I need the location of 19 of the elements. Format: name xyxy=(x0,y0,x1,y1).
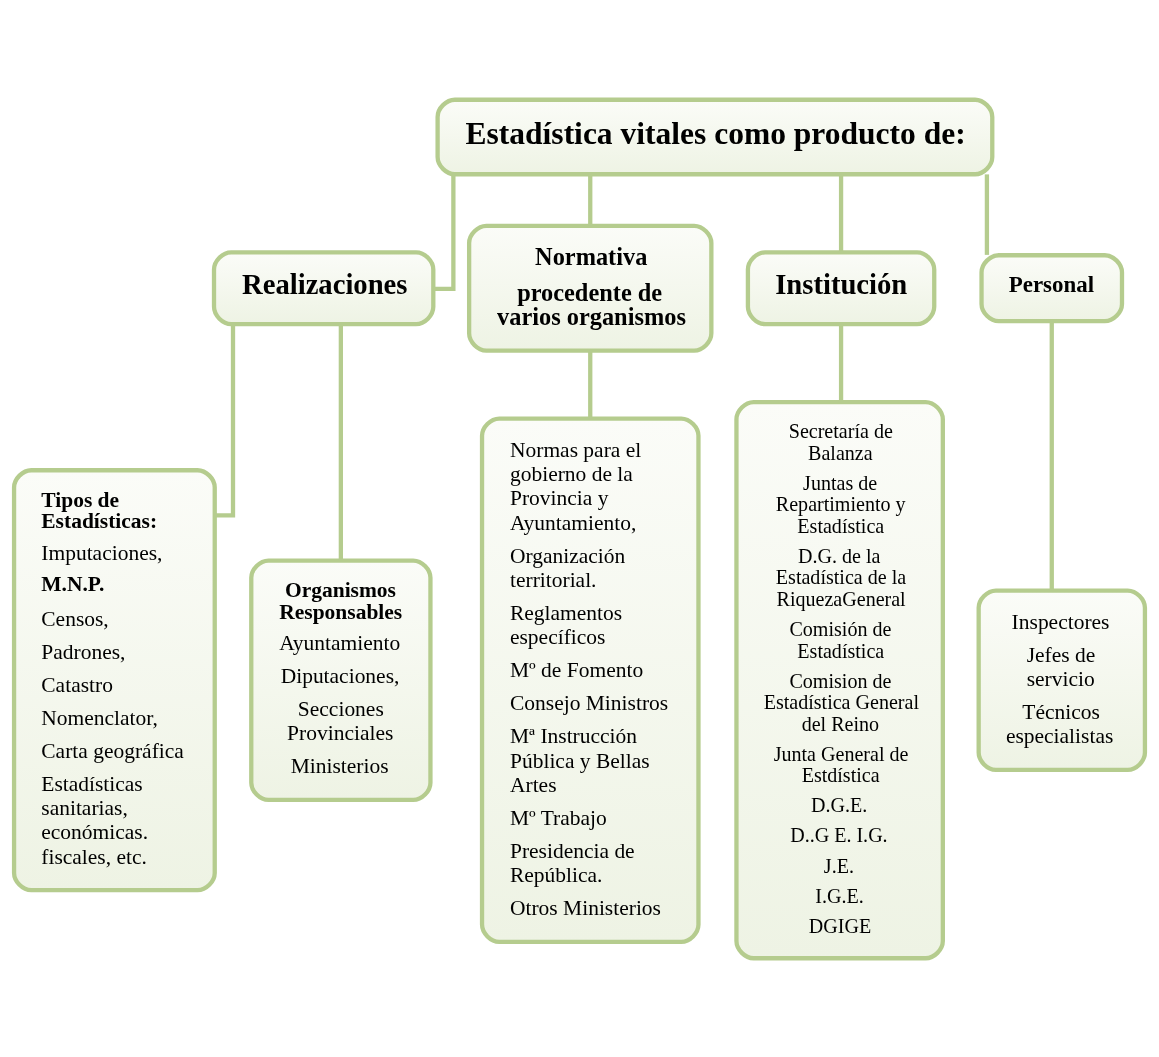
node-box: Inspectores Jefes de servicio Técnicos especialistas xyxy=(976,588,1148,772)
connector xyxy=(338,323,343,560)
connector xyxy=(588,173,593,225)
node-box: Tipos de Estadísticas: Imputaciones, M.N.P. Censos, Padrones, Catastro Nomenclator, Carta geográfica Estadísticas sanitarias, económicas. fiscales, etc. xyxy=(11,467,217,892)
node-box: Personal xyxy=(979,252,1125,323)
node-box: Institución xyxy=(745,249,937,326)
connector xyxy=(215,323,236,518)
node-box: Realizaciones xyxy=(211,249,436,326)
node-box: Normas para el gobierno de la Provincia y Ayuntamiento, Organización territorial. Reglamentos específicos Mº de Fomento Consejo Ministros Mª Instrucción Pública y Bellas Artes Mº Trabajo Presidencia de República. Otros Ministerios xyxy=(479,416,701,944)
node-box: Normativa procedente de varios organismos xyxy=(467,223,714,353)
connector xyxy=(838,323,844,402)
connector xyxy=(838,173,844,252)
node-box: Estadística vitales como producto de: xyxy=(435,97,995,176)
connector xyxy=(1049,321,1054,591)
connector xyxy=(588,350,593,419)
node-box: Secretaría de Balanza Juntas de Repartimiento y Estadística D.G. de la Estadística de la RiquezaGeneral Comisión de Estadística Comision de Estadística General del Reino Junta General de Estdística D.G.E. D..G E. I.G. J.E. I.G.E. DGIGE xyxy=(734,399,945,960)
connector xyxy=(433,174,456,291)
node-box: Organismos Responsables Ayuntamiento Diputaciones, Secciones Provinciales Ministerios xyxy=(249,557,433,802)
connector xyxy=(984,173,990,255)
